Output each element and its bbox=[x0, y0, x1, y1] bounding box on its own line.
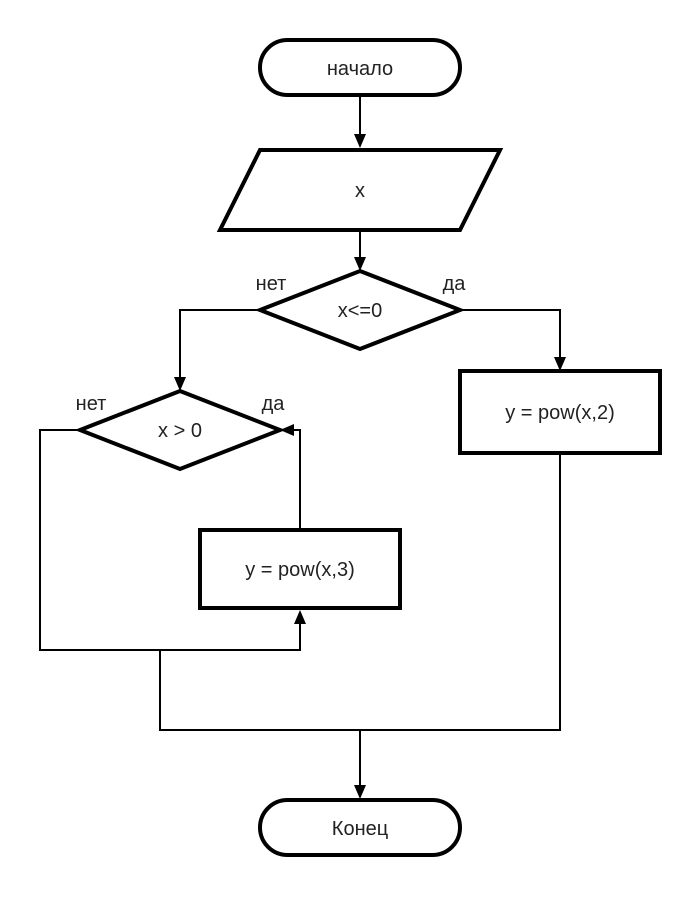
decision-2-yes-label: да bbox=[262, 393, 286, 415]
end-label: Конец bbox=[332, 818, 388, 840]
arrowhead-input bbox=[354, 134, 366, 148]
edge-cube-back-to-cond2 bbox=[287, 429, 301, 530]
arrowhead-cond2 bbox=[174, 377, 186, 391]
decision-2-node[interactable]: x > 0 нет да bbox=[74, 388, 286, 472]
process-cube-label: y = pow(x,3) bbox=[245, 559, 354, 581]
decision-2-no-label: нет bbox=[76, 393, 107, 415]
start-node[interactable]: начало bbox=[258, 38, 462, 97]
arrowhead-cond1 bbox=[354, 257, 366, 271]
process-square-label: y = pow(x,2) bbox=[505, 402, 614, 424]
arrowhead-cond2-right bbox=[280, 424, 294, 436]
end-terminator-shape bbox=[258, 798, 462, 857]
input-node[interactable]: x bbox=[216, 148, 504, 232]
decision-2-label: x > 0 bbox=[158, 420, 202, 442]
edge-cond2-no-loop bbox=[39, 429, 301, 651]
start-terminator-shape bbox=[258, 38, 462, 97]
arrowhead-square bbox=[554, 357, 566, 371]
process-square-shape bbox=[458, 369, 662, 455]
start-label: начало bbox=[327, 58, 393, 80]
arrowhead-end bbox=[354, 785, 366, 799]
input-io-shape bbox=[216, 148, 504, 232]
decision-1-shape bbox=[254, 268, 466, 352]
arrowhead-cube-bottom bbox=[294, 610, 306, 624]
process-square-node[interactable]: y = pow(x,2) bbox=[458, 369, 662, 455]
decision-2-shape bbox=[74, 388, 286, 472]
decision-1-no-label: нет bbox=[256, 273, 287, 295]
edge-cond1-yes bbox=[460, 309, 561, 364]
input-label: x bbox=[355, 180, 365, 202]
process-cube-shape bbox=[198, 528, 402, 610]
connectors bbox=[39, 95, 566, 799]
process-cube-node[interactable]: y = pow(x,3) bbox=[198, 528, 402, 610]
edge-cond1-no bbox=[179, 309, 260, 384]
end-node[interactable]: Конец bbox=[258, 798, 462, 857]
decision-1-node[interactable]: x<=0 нет да bbox=[254, 268, 467, 352]
decision-1-yes-label: да bbox=[443, 273, 467, 295]
decision-1-label: x<=0 bbox=[338, 300, 382, 322]
